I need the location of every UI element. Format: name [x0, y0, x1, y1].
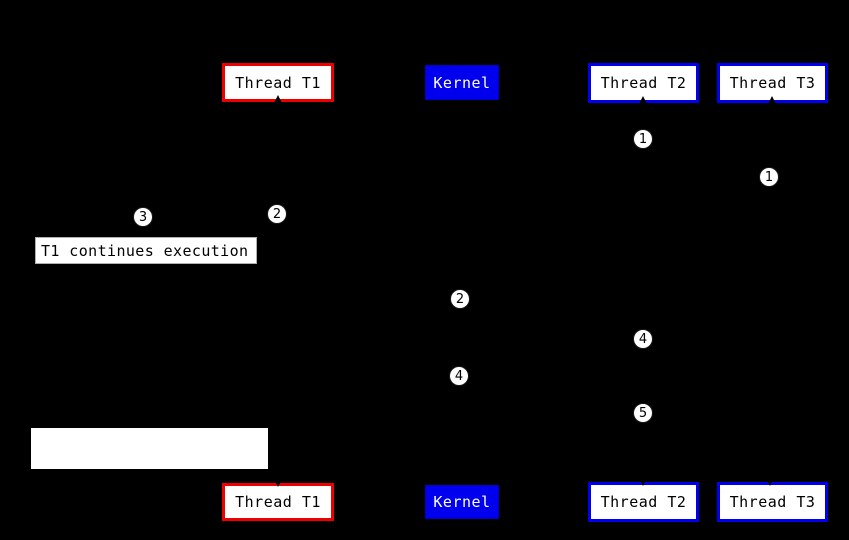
node-thread-t3-bottom-label: Thread T3	[729, 493, 816, 511]
lifeline-thread-t2	[643, 103, 644, 482]
node-kernel-bottom: Kernel	[425, 485, 499, 519]
annotation-label: T1 continues execution	[41, 241, 249, 260]
step-marker-label: 1	[764, 169, 774, 185]
lifeline-thread-t1	[277, 102, 278, 483]
node-thread-t2-bottom: Thread T2	[588, 482, 699, 522]
step-marker-4-kernel: 4	[449, 366, 469, 386]
arrowhead-notch-t3-bottom	[766, 478, 774, 486]
step-marker-label: 5	[638, 405, 648, 421]
step-marker-2-t1: 2	[267, 204, 287, 224]
step-marker-2-kernel: 2	[450, 289, 470, 309]
node-kernel-top: Kernel	[425, 65, 499, 100]
step-marker-4-t2: 4	[633, 329, 653, 349]
lifeline-thread-t3	[772, 103, 773, 482]
step-marker-3: 3	[133, 207, 153, 227]
step-marker-label: 1	[638, 131, 648, 147]
node-thread-t1-top-label: Thread T1	[235, 73, 321, 92]
annotation-t1-continues: T1 continues execution	[35, 237, 257, 264]
arrowhead-notch-t1-top	[274, 95, 282, 103]
node-thread-t3-bottom: Thread T3	[717, 482, 828, 522]
step-marker-label: 4	[454, 368, 464, 384]
node-kernel-bottom-label: Kernel	[433, 493, 491, 511]
node-thread-t3-top: Thread T3	[717, 63, 828, 103]
step-marker-1-t3: 1	[759, 167, 779, 187]
node-thread-t1-bottom-label: Thread T1	[235, 493, 321, 511]
node-thread-t1-bottom: Thread T1	[222, 483, 334, 521]
node-thread-t3-top-label: Thread T3	[729, 74, 816, 92]
node-thread-t2-top-label: Thread T2	[600, 74, 687, 92]
step-marker-label: 2	[272, 206, 282, 222]
arrowhead-notch-t1-bottom	[274, 479, 282, 487]
step-marker-5-t2: 5	[633, 403, 653, 423]
step-marker-1-t2: 1	[633, 129, 653, 149]
node-thread-t2-bottom-label: Thread T2	[600, 493, 687, 511]
arrowhead-notch-t2-bottom	[639, 478, 647, 486]
blank-white-panel	[31, 428, 268, 469]
step-marker-label: 4	[638, 331, 648, 347]
step-marker-label: 2	[455, 291, 465, 307]
arrowhead-notch-t2-top	[639, 96, 647, 104]
node-kernel-top-label: Kernel	[433, 73, 491, 92]
arrowhead-notch-t3-top	[768, 96, 776, 104]
step-marker-label: 3	[138, 209, 148, 225]
